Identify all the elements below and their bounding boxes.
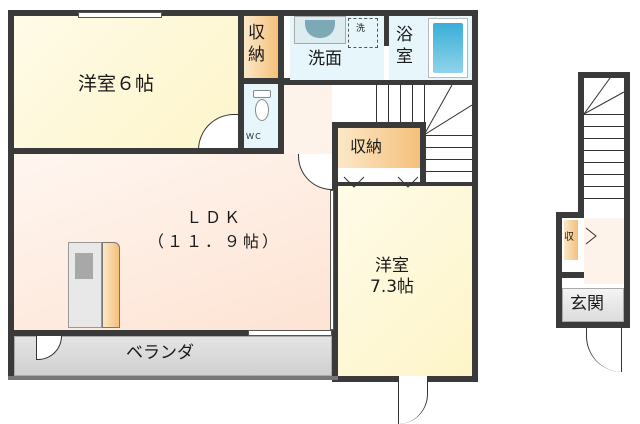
floor-plan-main-unit: 洋室６帖 収 納 ＷＣ 洗 洗面 浴 室 <box>8 10 478 424</box>
door-entrance[interactable] <box>586 328 622 372</box>
wall <box>284 80 478 85</box>
wall <box>8 376 338 380</box>
wall <box>238 78 290 84</box>
label: 浴 <box>396 25 413 45</box>
entrance-storage <box>564 220 578 260</box>
stairs <box>584 78 624 208</box>
window <box>248 330 332 336</box>
room-western-7-3 <box>338 186 472 376</box>
label: 納 <box>248 45 265 65</box>
wall <box>624 72 630 328</box>
wall <box>338 182 478 186</box>
wall <box>332 122 426 128</box>
stairs-turn <box>424 85 472 135</box>
toilet-icon <box>253 90 271 130</box>
storage-top <box>244 16 278 78</box>
room-ldk <box>14 154 332 332</box>
wall <box>556 212 584 218</box>
wall <box>556 322 630 328</box>
wall <box>556 278 562 328</box>
sliding-door <box>330 190 334 330</box>
veranda-label: ベランダ <box>126 343 194 363</box>
label: 7.3帖 <box>370 277 415 297</box>
storage-top-label: 収 納 <box>248 22 265 66</box>
washer-label: 洗 <box>356 24 366 34</box>
storage-mid <box>338 128 420 168</box>
floor-plan-entrance-unit: 収 玄関 <box>556 72 630 402</box>
wall <box>332 122 338 382</box>
wall <box>556 212 562 278</box>
room-label-bathroom: 浴 室 <box>396 24 413 68</box>
wall <box>8 148 338 154</box>
entrance-label: 玄関 <box>570 294 604 314</box>
sink-icon <box>294 16 346 44</box>
fridge-icon <box>68 242 102 328</box>
label: （１１．９帖） <box>148 232 282 251</box>
door-storage[interactable] <box>584 226 598 246</box>
wall <box>578 72 630 78</box>
label: 洋室 <box>375 256 410 276</box>
veranda <box>14 336 332 376</box>
label: 室 <box>396 47 413 67</box>
wall <box>8 10 14 380</box>
storage-mid-label: 収納 <box>350 137 383 156</box>
entrance-storage-label: 収 <box>564 232 574 243</box>
label: 収 <box>248 23 265 43</box>
room-label-western-6: 洋室６帖 <box>78 73 155 95</box>
entrance <box>562 288 624 322</box>
entrance-hall <box>584 218 624 284</box>
wall <box>384 10 389 46</box>
room-label-ldk: ＬＤＫ （１１．９帖） <box>148 206 281 254</box>
door-western-7-3[interactable] <box>398 376 428 424</box>
closet-door-icon[interactable] <box>342 175 422 189</box>
wall <box>278 10 284 156</box>
window <box>78 12 162 18</box>
kitchen-counter <box>102 242 120 328</box>
wall <box>578 72 584 212</box>
wall <box>420 122 426 186</box>
room-label-wc: ＷＣ <box>246 132 262 141</box>
wall <box>556 272 584 278</box>
wall <box>472 10 478 382</box>
wall <box>8 330 248 336</box>
washer-space <box>348 18 378 48</box>
room-label-western-7-3: 洋室 7.3帖 <box>370 256 414 298</box>
room-label-washroom: 洗面 <box>308 49 342 69</box>
bathtub-icon <box>428 18 468 78</box>
label: ＬＤＫ <box>186 208 244 227</box>
